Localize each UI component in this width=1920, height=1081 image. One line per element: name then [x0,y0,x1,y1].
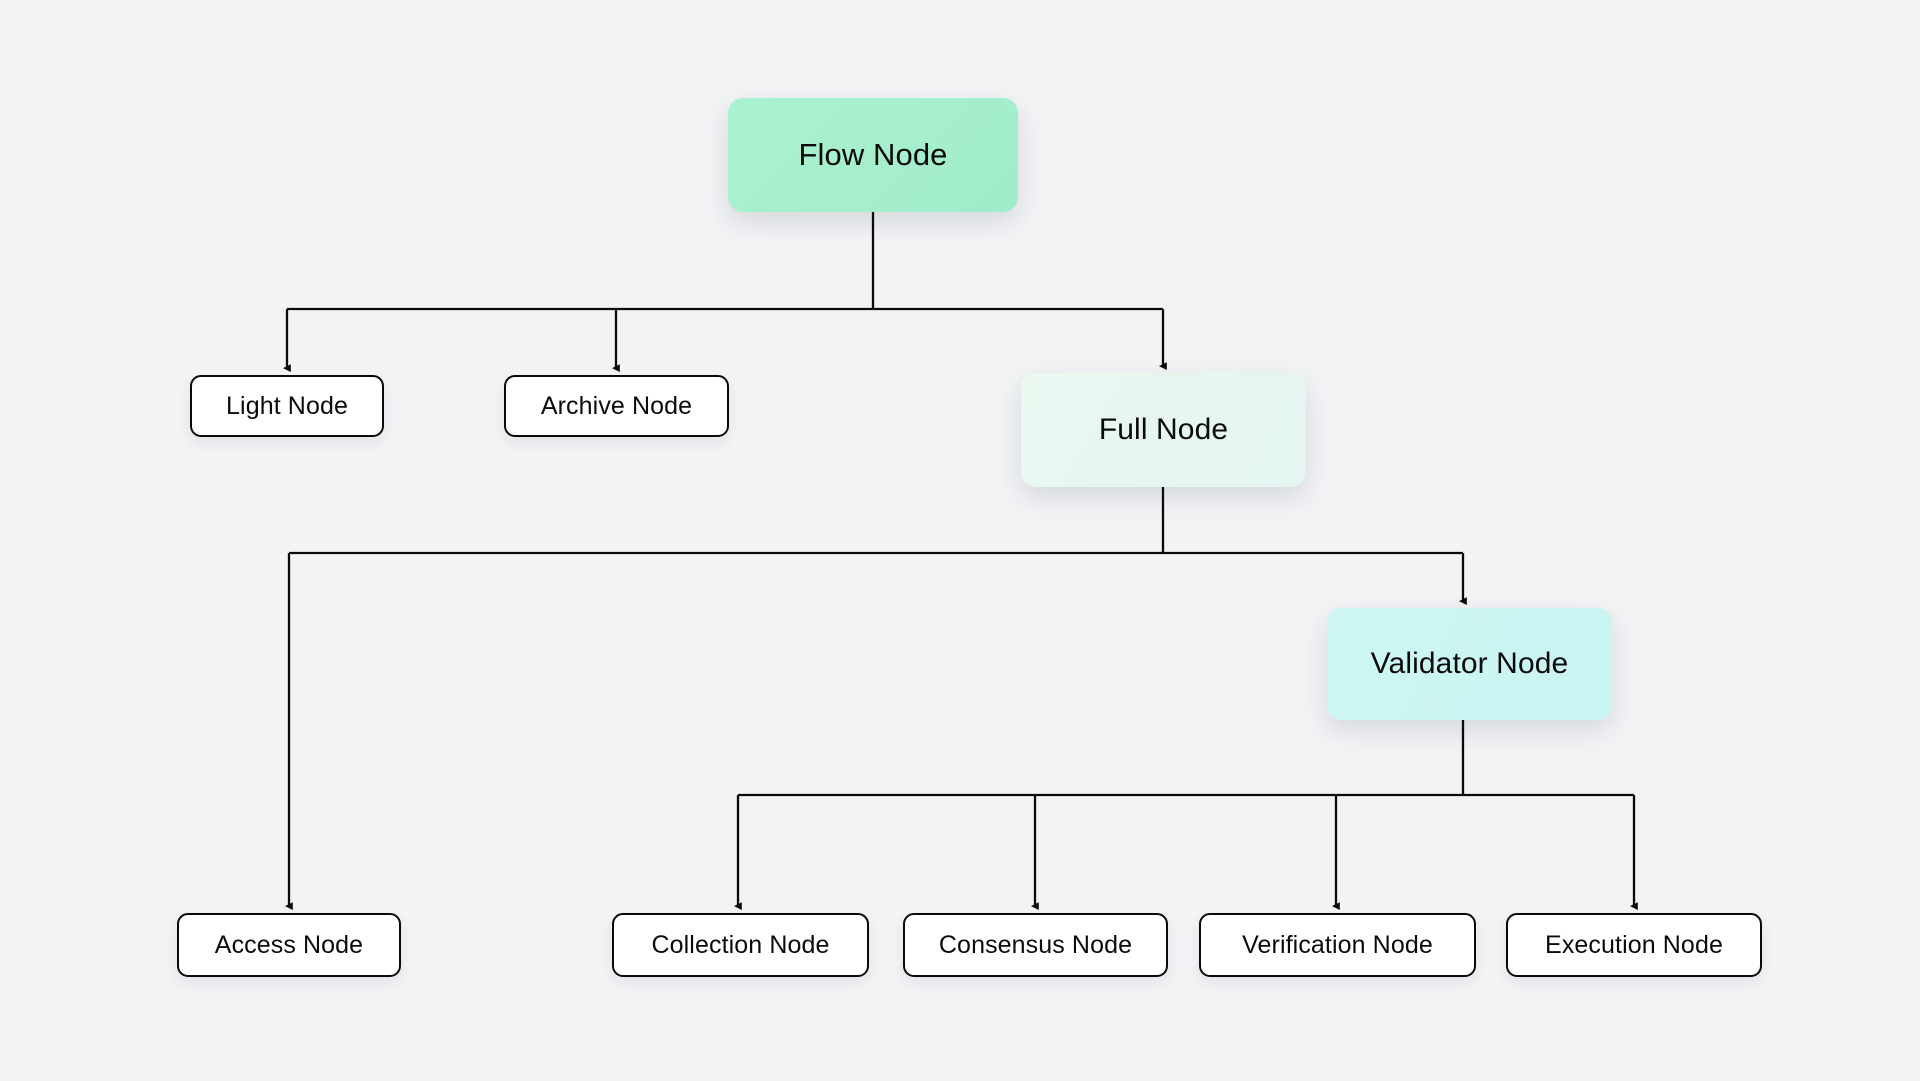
node-collection[interactable]: Collection Node [612,913,869,977]
node-access[interactable]: Access Node [177,913,401,977]
node-consensus[interactable]: Consensus Node [903,913,1168,977]
node-full[interactable]: Full Node [1021,373,1306,487]
node-execution[interactable]: Execution Node [1506,913,1762,977]
node-verification[interactable]: Verification Node [1199,913,1476,977]
node-flow[interactable]: Flow Node [728,98,1018,212]
node-archive[interactable]: Archive Node [504,375,729,437]
node-light[interactable]: Light Node [190,375,384,437]
node-validator[interactable]: Validator Node [1327,608,1612,720]
